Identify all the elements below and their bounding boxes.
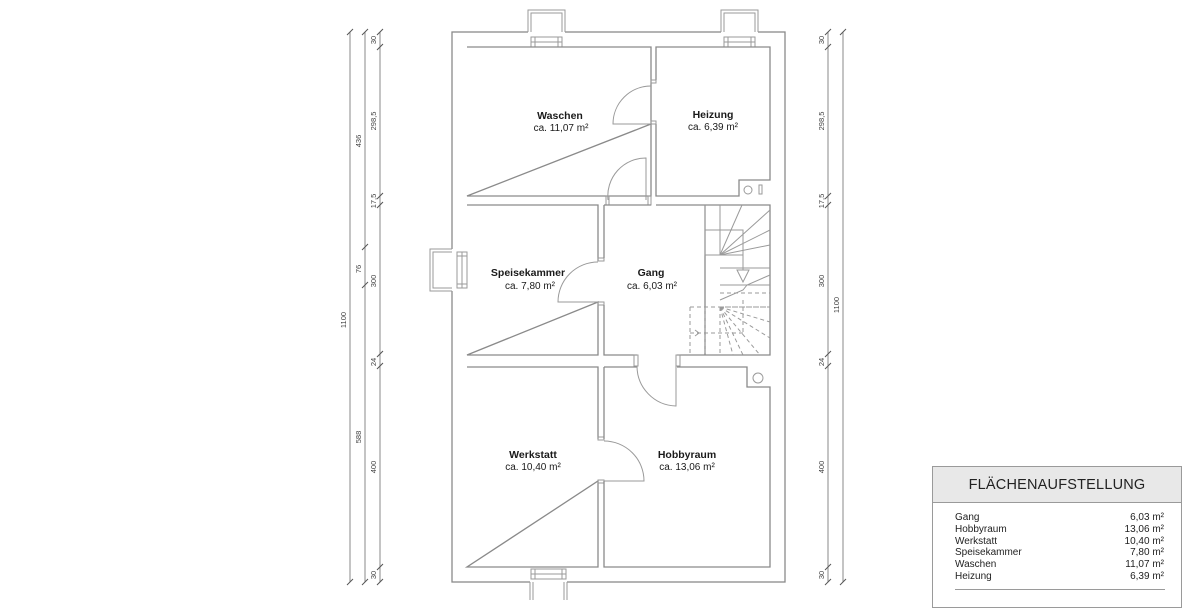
- area-row-gang: Gang 6,03 m²: [955, 512, 1164, 524]
- door-werkstatt-hobbyraum: [603, 440, 645, 482]
- room-label-speisekammer: Speisekammer ca. 7,80 m²: [491, 267, 565, 292]
- room-gang-walls: [603, 204, 771, 356]
- dim-left-588: 588: [354, 431, 363, 444]
- window-heizung: [720, 9, 759, 48]
- svg-text:ca. 10,40 m²: ca. 10,40 m²: [505, 462, 561, 473]
- room-label-hobbyraum: Hobbyraum ca. 13,06 m²: [658, 449, 716, 473]
- area-row-waschen: Waschen 11,07 m²: [955, 559, 1164, 571]
- svg-text:ca. 11,07 m²: ca. 11,07 m²: [534, 123, 590, 134]
- svg-text:Speisekammer: Speisekammer: [491, 267, 565, 279]
- area-row-label: Speisekammer: [955, 547, 1022, 559]
- dim-left-436: 436: [354, 135, 363, 148]
- door-gang-hobbyraum: [636, 365, 677, 407]
- area-summary-rows: Gang 6,03 m² Hobbyraum 13,06 m² Werkstatt 1…: [933, 503, 1181, 583]
- room-label-heizung: Heizung ca. 6,39 m²: [688, 109, 739, 133]
- svg-text:Hobbyraum: Hobbyraum: [658, 449, 716, 461]
- svg-text:Gang: Gang: [638, 267, 665, 279]
- outer-wall: [451, 31, 786, 583]
- dim-left-76: 76: [354, 265, 363, 273]
- svg-text:ca. 7,80 m²: ca. 7,80 m²: [505, 281, 556, 292]
- door-waschen-gang: [607, 157, 647, 201]
- area-row-value: 6,03 m²: [1130, 512, 1164, 523]
- area-row-heizung: Heizung 6,39 m²: [955, 571, 1164, 583]
- area-row-value: 13,06 m²: [1124, 523, 1164, 535]
- area-summary-table: FLÄCHENAUFSTELLUNG Gang 6,03 m² Hobbyraum…: [932, 466, 1182, 608]
- area-row-label: Hobbyraum: [955, 523, 1007, 535]
- dim-left-300: 300: [369, 275, 378, 288]
- dim-right-400: 400: [817, 461, 826, 474]
- dim-right-30-top: 30: [817, 36, 826, 44]
- room-speisekammer-walls: [466, 204, 599, 356]
- dimension-chain-right: 30 298,5 17,5 300 24 400 30 1100: [817, 28, 847, 586]
- tank-icon: [758, 184, 763, 195]
- svg-text:ca. 6,39 m²: ca. 6,39 m²: [688, 122, 739, 133]
- area-row-label: Waschen: [955, 559, 997, 571]
- area-row-value: 11,07 m²: [1125, 559, 1164, 571]
- area-row-value: 6,39 m²: [1130, 570, 1164, 582]
- area-row-label: Gang: [955, 512, 980, 523]
- dim-right-30-bottom: 30: [817, 571, 826, 579]
- area-summary-divider: [955, 588, 1165, 590]
- dim-right-17: 17,5: [817, 194, 826, 209]
- staircase: [689, 204, 771, 356]
- dim-left-30-top: 30: [369, 36, 378, 44]
- area-row-label: Heizung: [955, 570, 992, 582]
- room-werkstatt-walls: [464, 366, 599, 568]
- dim-right-total: 1100: [832, 297, 841, 313]
- room-label-werkstatt: Werkstatt ca. 10,40 m²: [505, 449, 561, 473]
- dim-left-400: 400: [369, 461, 378, 474]
- room-label-gang: Gang ca. 6,03 m²: [627, 267, 678, 292]
- room-hobbyraum-walls: [603, 366, 771, 568]
- dim-left-298: 298,5: [369, 112, 378, 131]
- dim-right-24: 24: [817, 358, 826, 366]
- dim-left-total: 1100: [339, 312, 348, 328]
- area-row-speisekammer: Speisekammer 7,80 m²: [955, 547, 1164, 559]
- area-row-hobbyraum: Hobbyraum 13,06 m²: [955, 524, 1164, 536]
- area-row-value: 10,40 m²: [1124, 535, 1164, 547]
- dim-left-30-bottom: 30: [369, 571, 378, 579]
- window-waschen: [527, 9, 566, 48]
- dim-left-17: 17,5: [369, 194, 378, 209]
- svg-text:ca. 6,03 m²: ca. 6,03 m²: [627, 281, 678, 292]
- dim-right-300: 300: [817, 275, 826, 288]
- dim-left-24: 24: [369, 358, 378, 366]
- window-werkstatt: [529, 566, 568, 600]
- dimension-chain-left: 1100 436 76 588 30 298,5 17,5 300 24 400…: [339, 28, 384, 586]
- area-summary-title: FLÄCHENAUFSTELLUNG: [933, 467, 1181, 503]
- boiler-icon: [743, 185, 753, 195]
- drain-icon: [752, 372, 764, 384]
- area-row-value: 7,80 m²: [1130, 547, 1164, 559]
- door-speisekammer-gang: [557, 261, 599, 303]
- room-heizung-walls: [655, 46, 771, 197]
- svg-text:Heizung: Heizung: [693, 109, 734, 121]
- door-waschen-heizung: [612, 85, 652, 125]
- svg-text:Werkstatt: Werkstatt: [509, 449, 557, 461]
- area-row-label: Werkstatt: [955, 535, 998, 547]
- dim-right-298: 298,5: [817, 112, 826, 131]
- room-label-waschen: Waschen ca. 11,07 m²: [534, 110, 590, 134]
- room-waschen-walls: [466, 46, 652, 197]
- svg-text:ca. 13,06 m²: ca. 13,06 m²: [659, 462, 715, 473]
- area-row-werkstatt: Werkstatt 10,40 m²: [955, 536, 1164, 548]
- svg-text:Waschen: Waschen: [537, 110, 583, 122]
- window-speisekammer: [429, 248, 468, 292]
